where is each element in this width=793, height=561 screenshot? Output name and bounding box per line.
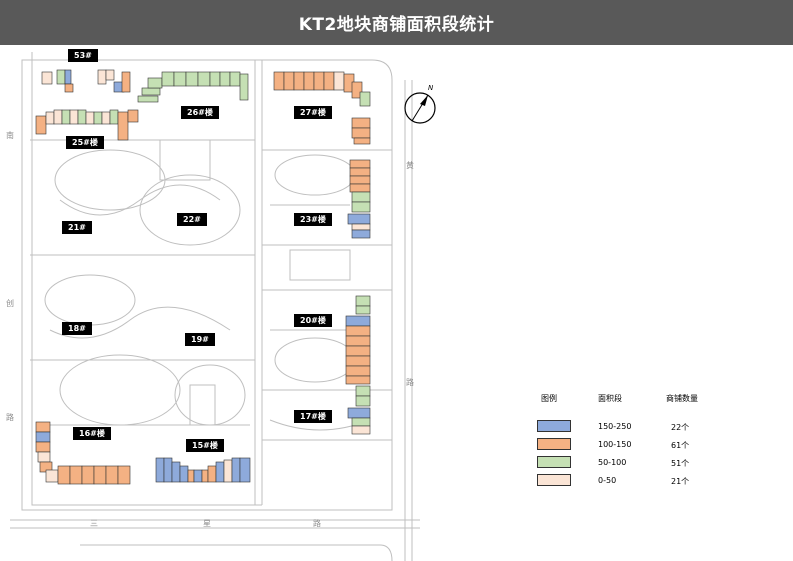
legend-range: 100-150 bbox=[598, 440, 632, 449]
compass-icon bbox=[404, 92, 436, 124]
building-label-20: 20#楼 bbox=[294, 314, 332, 327]
legend-header-count: 商铺数量 bbox=[666, 394, 698, 403]
legend-count: 61个 bbox=[671, 441, 690, 450]
building-label-22: 22# bbox=[177, 213, 207, 226]
road-label-left-bottom: 路 bbox=[6, 413, 14, 422]
title-bar: KT2地块商铺面积段统计 bbox=[0, 0, 793, 45]
legend-header-area: 面积段 bbox=[598, 394, 622, 403]
building-label-15: 15#楼 bbox=[186, 439, 224, 452]
road-label-bottom-mid: 星 bbox=[203, 519, 211, 528]
road-label-right-bottom: 路 bbox=[406, 378, 414, 387]
building-label-26: 26#楼 bbox=[181, 106, 219, 119]
legend-swatch-50-100 bbox=[537, 456, 571, 468]
road-label-left-top: 南 bbox=[6, 131, 14, 140]
road-label-bottom-left: 三 bbox=[90, 519, 98, 528]
legend-swatch-150-250 bbox=[537, 420, 571, 432]
legend-header-swatch: 图例 bbox=[541, 394, 557, 403]
legend-count: 21个 bbox=[671, 477, 690, 486]
shop-units bbox=[35, 69, 371, 485]
legend-range: 50-100 bbox=[598, 458, 627, 467]
legend-count: 51个 bbox=[671, 459, 690, 468]
site-plan bbox=[10, 52, 436, 561]
road-label-left-mid: 创 bbox=[6, 299, 14, 308]
legend-count: 22个 bbox=[671, 423, 690, 432]
building-label-21: 21# bbox=[62, 221, 92, 234]
road-label-right-top: 黄 bbox=[406, 161, 414, 170]
legend-swatch-0-50 bbox=[537, 474, 571, 486]
building-label-18: 18# bbox=[62, 322, 92, 335]
building-label-16: 16#楼 bbox=[73, 427, 111, 440]
building-label-17: 17#楼 bbox=[294, 410, 332, 423]
building-label-19: 19# bbox=[185, 333, 215, 346]
road-label-bottom-right: 路 bbox=[313, 519, 321, 528]
building-label-53: 53# bbox=[68, 49, 98, 62]
building-label-27: 27#楼 bbox=[294, 106, 332, 119]
compass-north-label: N bbox=[428, 84, 434, 92]
building-label-25: 25#楼 bbox=[66, 136, 104, 149]
legend-range: 0-50 bbox=[598, 476, 617, 485]
legend-swatch-100-150 bbox=[537, 438, 571, 450]
page-title: KT2地块商铺面积段统计 bbox=[298, 15, 495, 35]
building-label-23: 23#楼 bbox=[294, 213, 332, 226]
legend-range: 150-250 bbox=[598, 422, 632, 431]
